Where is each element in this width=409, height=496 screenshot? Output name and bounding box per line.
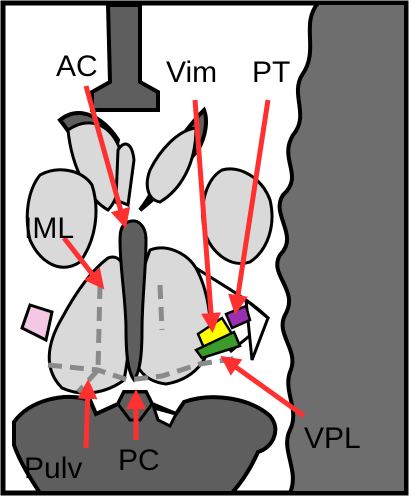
- label-pt: PT: [252, 56, 290, 89]
- putamen-right: [203, 169, 272, 264]
- label-ac: AC: [56, 50, 98, 83]
- label-pulv: Pulv: [24, 452, 82, 485]
- label-vim: Vim: [166, 56, 217, 89]
- label-pc: PC: [118, 444, 160, 477]
- label-iml: IML: [24, 212, 74, 245]
- arrow-pulv: [86, 386, 88, 448]
- label-vpl: VPL: [304, 422, 361, 455]
